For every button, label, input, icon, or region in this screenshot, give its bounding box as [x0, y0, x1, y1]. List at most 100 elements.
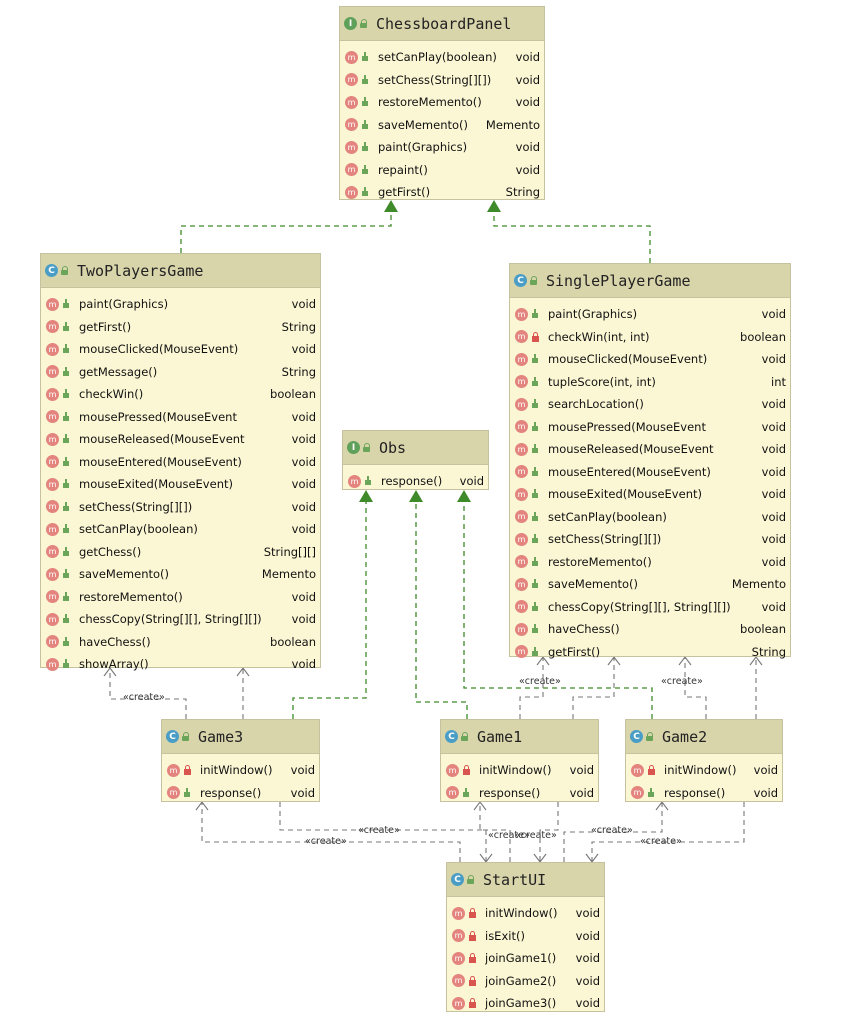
arrowhead	[384, 200, 398, 212]
public-unlock-icon	[62, 389, 71, 399]
create-label: «create»	[515, 830, 557, 841]
private-lock-icon	[647, 765, 656, 776]
return-type: void	[291, 612, 316, 627]
public-unlock-icon	[62, 456, 71, 467]
method-name: joinGame1()	[485, 951, 557, 966]
method-name: setChess(String[][])	[378, 72, 492, 87]
method-icon: m	[515, 397, 528, 411]
method-name: setChess(String[][])	[548, 532, 662, 547]
public-unlock-icon	[361, 164, 370, 175]
method-name: haveChess()	[79, 634, 151, 649]
interface-icon: I	[347, 441, 360, 454]
return-type: void	[761, 554, 786, 569]
return-type: void	[575, 906, 600, 921]
return-type: String[][]	[263, 544, 316, 559]
return-type: Memento	[731, 577, 786, 592]
method-name: setCanPlay(boolean)	[79, 522, 198, 537]
return-type: void	[290, 763, 315, 778]
dep-game3-startui	[279, 802, 487, 862]
public-visibility-icon	[466, 874, 476, 886]
method-icon: m	[515, 352, 528, 366]
method-name: restoreMemento()	[79, 589, 183, 604]
class-name: ChessboardPanel	[376, 14, 512, 33]
arrowhead	[409, 490, 423, 502]
public-visibility-icon	[60, 265, 70, 277]
private-lock-icon	[183, 765, 192, 776]
public-unlock-icon	[531, 489, 540, 499]
method-icon: m	[452, 951, 465, 965]
return-type: boolean	[740, 329, 786, 344]
return-type: boolean	[270, 387, 316, 402]
return-type: void	[515, 162, 540, 177]
return-type: void	[515, 72, 540, 87]
public-unlock-icon	[531, 399, 540, 409]
class-name: SinglePlayerGame	[546, 271, 691, 290]
return-type: void	[291, 657, 316, 672]
public-visibility-icon	[460, 731, 470, 743]
class-name: Game2	[662, 727, 708, 746]
method-name: saveMemento()	[79, 567, 170, 582]
